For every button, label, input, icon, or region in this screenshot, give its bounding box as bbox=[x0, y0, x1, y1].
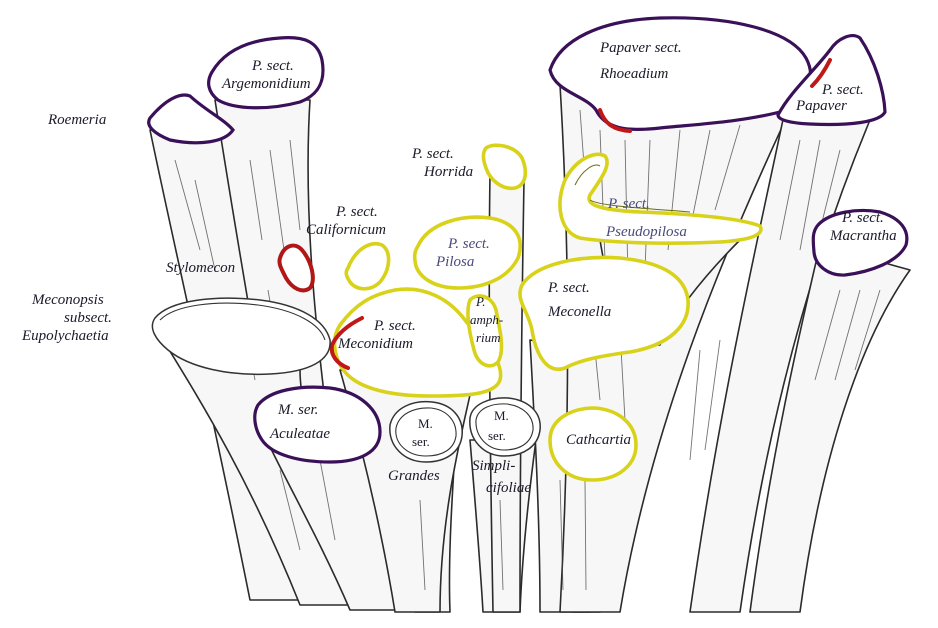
label-stylomecon: Stylomecon bbox=[166, 260, 235, 276]
label-californicum: P. sect. Californicum bbox=[306, 204, 386, 238]
rim-californicum bbox=[346, 244, 388, 289]
label-grandes: Grandes bbox=[388, 468, 440, 484]
rim-simplicifoliae bbox=[470, 398, 540, 456]
label-eupolychaetia: Meconopsis subsect. Eupolychaetia bbox=[21, 292, 116, 344]
label-horrida: P. sect. Horrida bbox=[411, 146, 473, 180]
rim-aculeatae bbox=[255, 387, 380, 462]
rim-grandes bbox=[390, 402, 462, 462]
label-roemeria: Roemeria bbox=[47, 112, 106, 128]
label-cathcartia: Cathcartia bbox=[566, 432, 631, 448]
